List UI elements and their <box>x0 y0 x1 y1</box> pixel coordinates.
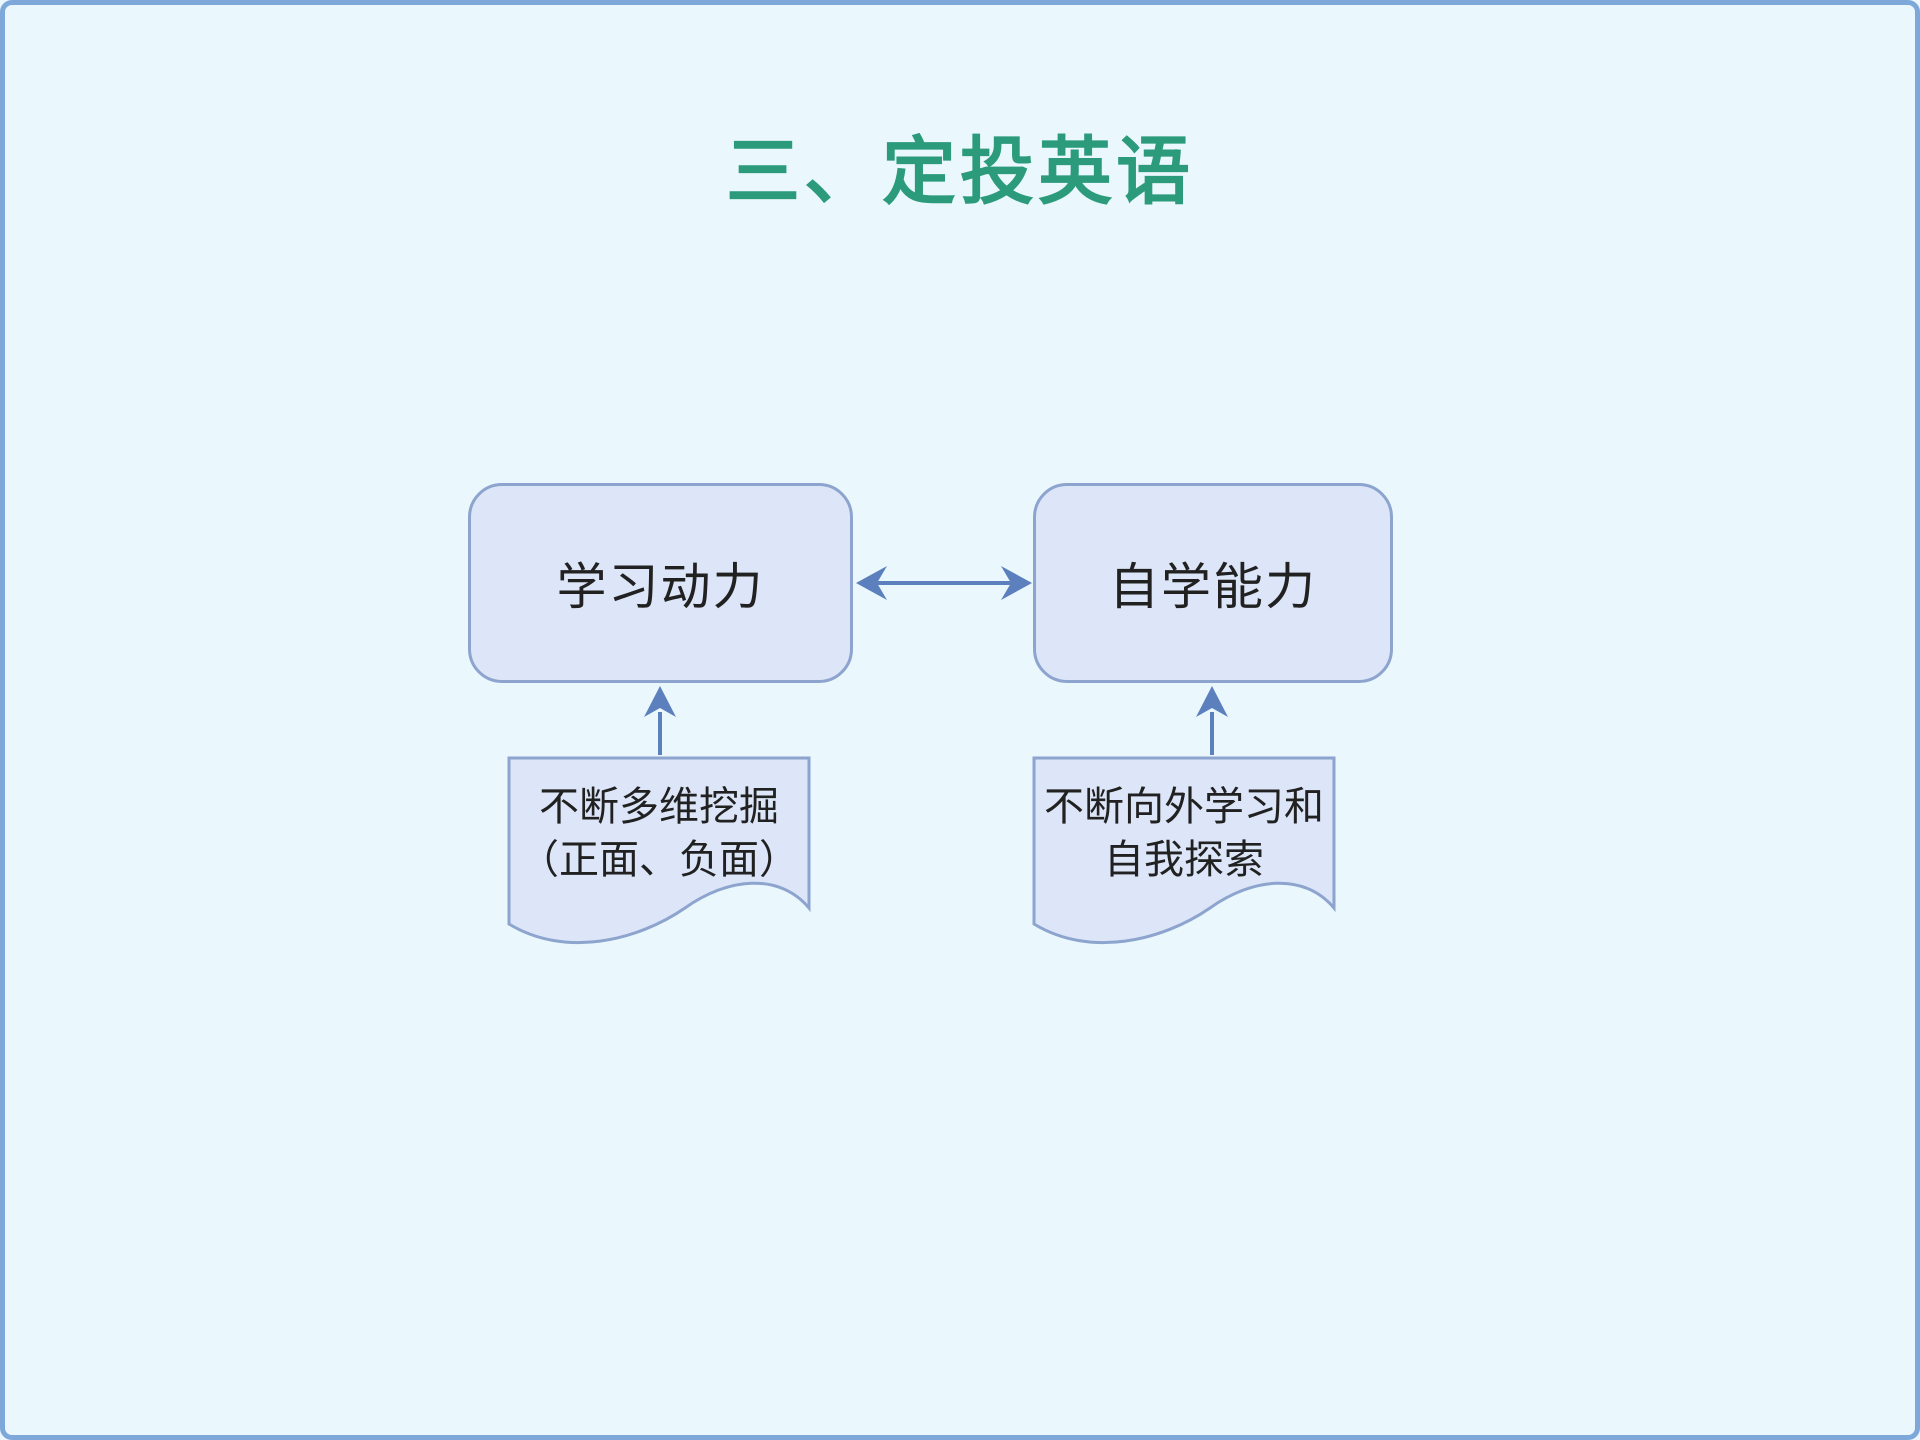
document-outward-learning-text: 不断向外学习和 自我探索 <box>1032 756 1336 961</box>
node-self-learning-ability: 自学能力 <box>1033 483 1393 683</box>
node-learning-motivation: 学习动力 <box>468 483 853 683</box>
up-arrow-left <box>644 686 676 755</box>
document-text-line: 不断多维挖掘 <box>539 785 779 829</box>
document-text-line: 自我探索 <box>1104 837 1264 882</box>
bidirectional-arrow <box>856 566 1032 600</box>
node-learning-motivation-label: 学习动力 <box>556 559 765 615</box>
document-text-line: （正面、负面） <box>519 837 799 882</box>
up-arrow-right <box>1196 686 1228 755</box>
page-title: 三、定投英语 <box>726 129 1194 215</box>
document-shape <box>507 756 811 945</box>
document-text-line: 不断向外学习和 <box>1044 785 1324 829</box>
node-self-learning-ability-label: 自学能力 <box>1109 559 1317 615</box>
document-multidim-digging-text: 不断多维挖掘 （正面、负面） <box>507 756 811 961</box>
document-multidim-digging: 不断多维挖掘 （正面、负面） <box>507 756 811 961</box>
document-outward-learning: 不断向外学习和 自我探索 <box>1032 756 1336 961</box>
document-shape <box>1032 756 1336 945</box>
